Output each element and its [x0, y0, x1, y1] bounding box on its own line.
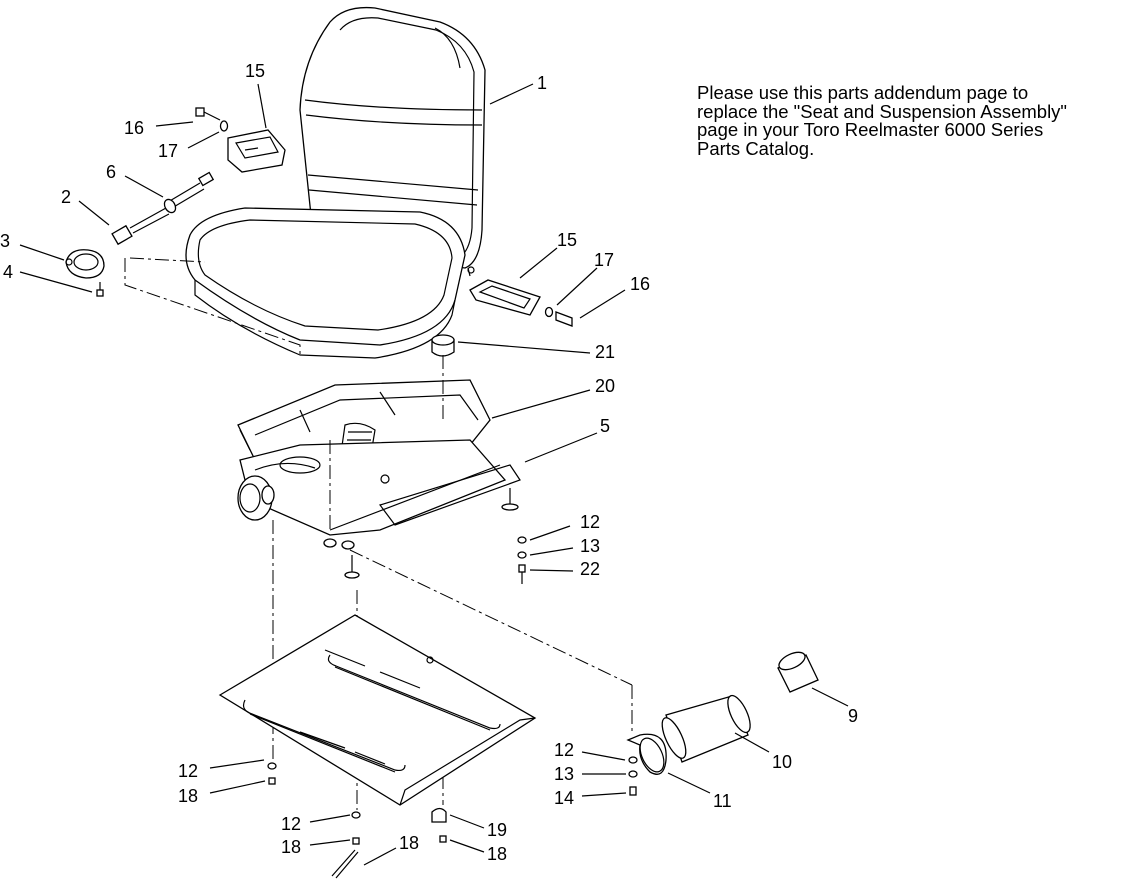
callout-13-a: 13	[580, 536, 600, 556]
base-plate	[218, 614, 537, 806]
callout-2: 2	[61, 187, 71, 207]
leader-lines	[19, 83, 849, 866]
callout-12-b: 12	[554, 740, 574, 760]
callout-17-left: 17	[158, 141, 178, 161]
addendum-note: Please use this parts addendum page to r…	[697, 82, 1129, 159]
seat-belt-bracket-left	[227, 129, 286, 173]
seat	[185, 6, 486, 359]
callout-18-c: 18	[399, 833, 419, 853]
callout-10: 10	[772, 752, 792, 772]
callout-16-right: 16	[630, 274, 650, 294]
callout-3: 3	[0, 231, 10, 251]
seat-belt-bracket-right	[469, 279, 573, 327]
callout-14: 14	[554, 788, 574, 808]
addendum-note-line: page in your Toro Reelmaster 6000 Series	[697, 119, 1044, 140]
callout-19: 19	[487, 820, 507, 840]
callout-6: 6	[106, 162, 116, 182]
suspension-assembly	[237, 379, 521, 579]
callout-11: 11	[713, 791, 732, 811]
callout-16-left: 16	[124, 118, 144, 138]
callout-18-a: 18	[178, 786, 198, 806]
callout-1: 1	[537, 73, 547, 93]
callout-4: 4	[3, 262, 13, 282]
bolt-left	[195, 107, 229, 132]
callout-18-d: 18	[487, 844, 507, 864]
callout-15-left: 15	[245, 61, 265, 81]
callout-21: 21	[595, 342, 615, 362]
callout-12-a: 12	[580, 512, 600, 532]
callout-15-right: 15	[557, 230, 577, 250]
callout-5: 5	[600, 416, 610, 436]
addendum-note-line: replace the "Seat and Suspension Assembl…	[697, 100, 1067, 122]
callouts: 1 15 16 17 6 2 3 4 15 17 16 21 20 5 12 1…	[0, 61, 858, 864]
callout-9: 9	[848, 706, 858, 726]
bumper-spacer	[431, 334, 455, 357]
callout-20: 20	[595, 376, 615, 396]
callout-17-right: 17	[594, 250, 614, 270]
callout-22: 22	[580, 559, 600, 579]
addendum-note-line: Parts Catalog.	[697, 137, 815, 159]
callout-18-b: 18	[281, 837, 301, 857]
cup-holder	[626, 651, 819, 796]
hardware-stack-22	[517, 536, 527, 584]
callout-13-b: 13	[554, 764, 574, 784]
hardware-bottom	[267, 762, 447, 879]
seat-switch-harness	[65, 171, 215, 297]
callout-12-c: 12	[178, 761, 198, 781]
addendum-note-line: Please use this parts addendum page to	[697, 82, 1029, 103]
callout-12-d: 12	[281, 814, 301, 834]
